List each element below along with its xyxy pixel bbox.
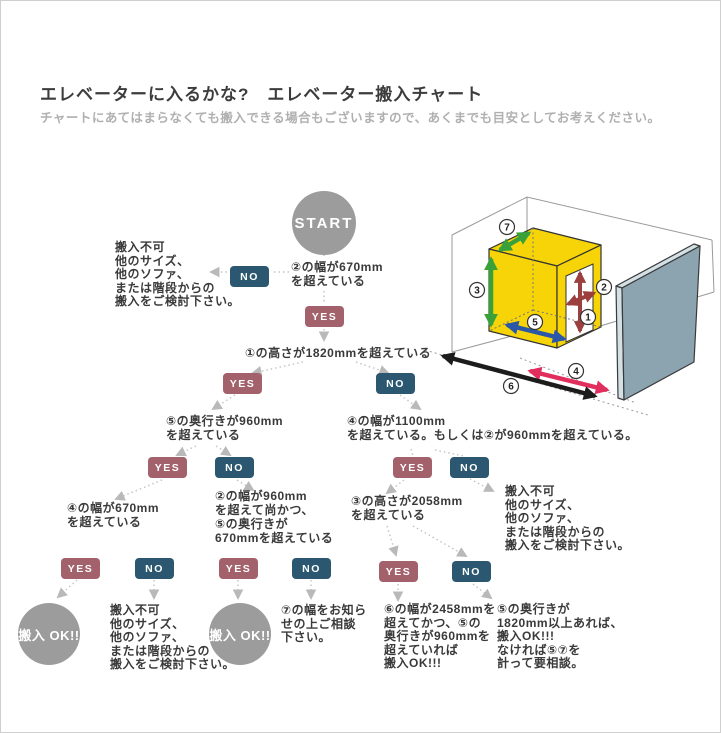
yes-box-q7: YES [379,561,418,582]
carry-ok-node-1: 搬入 OK!! [18,603,80,665]
no-box-q5: NO [135,558,174,579]
note-reject-bottom: 搬入不可 他のサイズ、 他のソファ、 または階段からの 搬入をご検討下さい。 [110,603,236,671]
no-box-q3: NO [215,457,254,478]
yes-box-q1: YES [305,306,344,327]
svg-text:1: 1 [585,313,591,324]
start-node: START [292,191,356,255]
marker-4: 4 [567,362,585,380]
question-height3-2058: ③の高さが2058mm を超えている [351,494,463,522]
marker-7: 7 [498,218,516,236]
page-subtitle: チャートにあてはまらなくても搬入できる場合もございますので、あくまでも目安として… [40,111,661,125]
elevator-illustration: 7 3 5 2 1 4 6 [424,196,715,416]
svg-text:4: 4 [573,367,579,378]
svg-text:6: 6 [508,382,514,393]
wall-panel [615,243,701,401]
note-ok-if-width6: ⑥の幅が2458mmを 超えてかつ、⑤の 奥行きが960mmを 超えていれば 搬… [384,602,496,670]
marker-2: 2 [595,278,613,296]
no-box-q6: NO [292,558,331,579]
question-depth5-960: ⑤の奥行きが960mm を超えている [166,414,284,442]
dim-arrow-6-hall-width [440,352,598,400]
question-width4-1100: ④の幅が1100mm を超えている。もしくは②が960mmを超えている。 [347,414,638,442]
svg-text:2: 2 [601,283,607,294]
note-reject-right: 搬入不可 他のサイズ、 他のソファ、 または階段からの 搬入をご検討下さい。 [505,484,631,552]
marker-5: 5 [526,313,544,331]
dimension-arrows [440,231,610,400]
no-box-q7: NO [452,561,491,582]
dim-arrow-2-door-width [565,291,597,306]
question-width4-670: ④の幅が670mm を超えている [67,501,160,529]
dim-arrow-5-width [504,320,567,344]
yes-box-q6: YES [219,558,258,579]
carry-ok-node-2: 搬入 OK!! [209,603,271,665]
yes-box-q5: YES [61,558,100,579]
dim-arrow-7-depth [497,231,532,252]
dimension-markers: 7 3 5 2 1 4 6 [468,218,613,395]
note-consult-width7: ⑦の幅をお知ら せの上ご相談 下さい。 [281,603,367,644]
note-reject-top: 搬入不可 他のサイズ、 他のソファ、 または階段からの 搬入をご検討下さい。 [115,240,241,308]
no-box-q4: NO [450,457,489,478]
note-ok-if-depth5: ⑤の奥行きが 1820mm以上あれば、 搬入OK!!! なければ⑤⑦を 計って要… [497,602,624,670]
no-box-q2: NO [376,373,415,394]
svg-text:7: 7 [504,223,510,234]
question-width2-670: ②の幅が670mm を超えている [291,260,384,288]
yes-box-q3: YES [148,457,187,478]
marker-6: 6 [502,377,520,395]
yes-box-q2: YES [223,373,262,394]
question-height1-1820: ①の高さが1820mmを超えている [245,346,432,360]
svg-text:5: 5 [532,318,538,329]
page-title: エレベーターに入るかな? エレベーター搬入チャート [40,85,484,104]
marker-3: 3 [468,281,486,299]
marker-1: 1 [579,308,597,326]
svg-text:3: 3 [474,286,480,297]
no-box-q1: NO [230,266,269,287]
question-width2-960-depth5-670: ②の幅が960mm を超えて尚かつ、 ⑤の奥行きが 670mmを超えている [215,489,334,545]
yes-box-q4: YES [393,457,432,478]
